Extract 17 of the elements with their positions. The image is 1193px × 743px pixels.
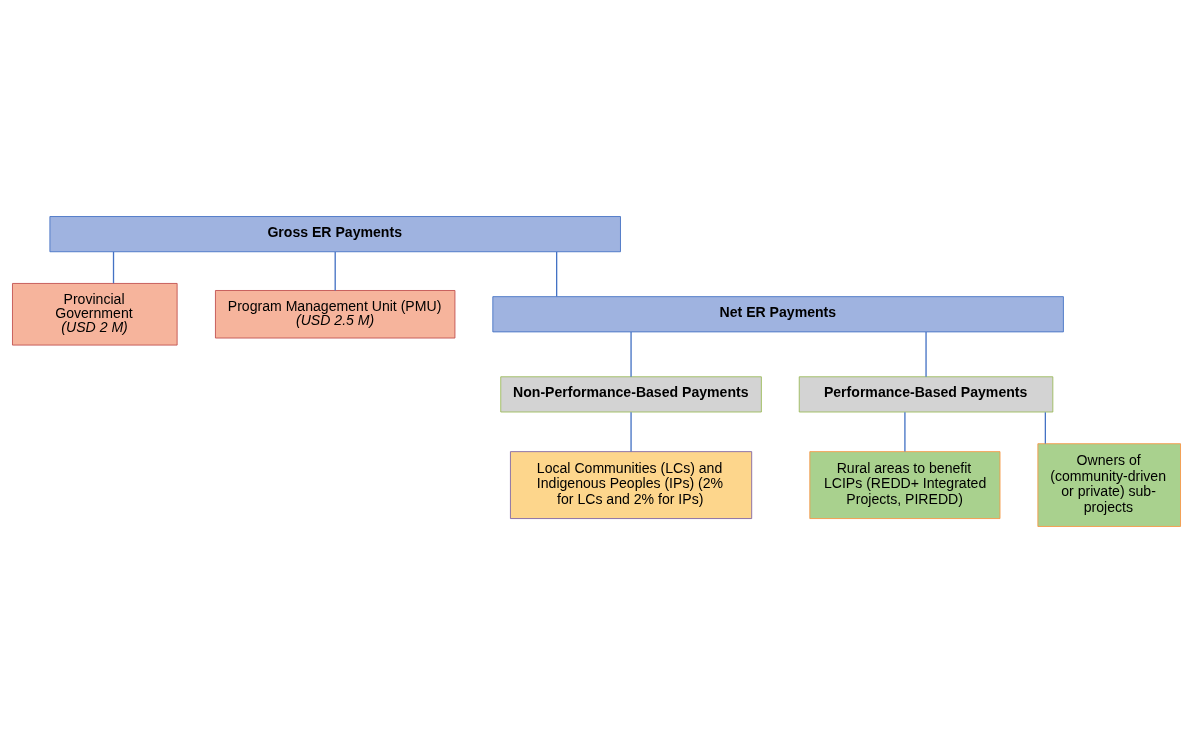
node-box: Local Communities (LCs) and Indigenous Peoples (IPs) (2% for LCs and 2% for IPs) (510, 451, 753, 519)
connector (925, 331, 927, 378)
connector (556, 251, 558, 298)
connector (1044, 411, 1046, 445)
node-box: Gross ER Payments (49, 216, 621, 253)
node-box: Owners of (community-driven or private) sub-projects (1037, 443, 1181, 527)
connector (630, 411, 632, 453)
node-box: Provincial Government (USD 2 M) (12, 283, 178, 346)
node-box: Program Management Unit (PMU) (USD 2.5 M) (215, 290, 456, 339)
connector (334, 251, 336, 292)
connector (630, 331, 632, 378)
connector (904, 411, 906, 453)
node-box: Net ER Payments (492, 296, 1064, 333)
node-box: Rural areas to benefit LCIPs (REDD+ Integrated Projects, PIREDD) (809, 451, 1001, 519)
node-box: Performance-Based Payments (798, 376, 1054, 413)
connector (112, 251, 115, 284)
node-box: Non-Performance-Based Payments (500, 376, 762, 413)
